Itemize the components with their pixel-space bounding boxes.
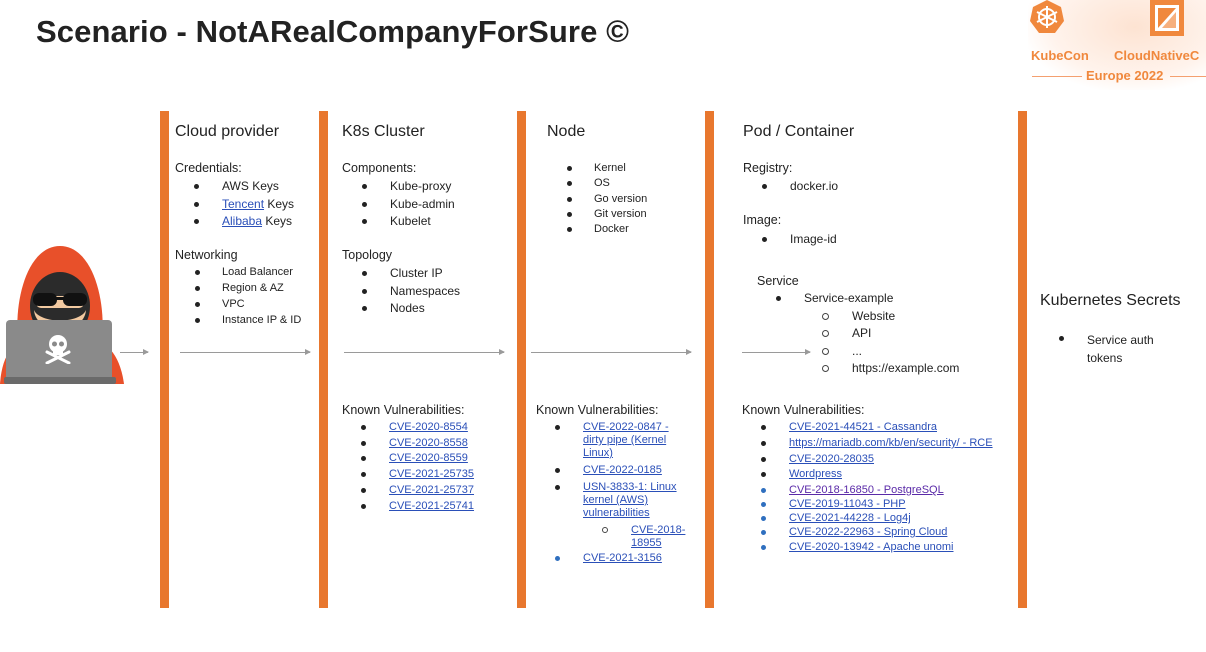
node-vuln-link[interactable]: CVE-2021-3156 [555,552,662,564]
cloudnative-logo-icon [1150,0,1184,36]
pod-vuln-link[interactable]: https://mariadb.com/kb/en/security/ - RC… [761,437,993,449]
component-item: Kube-admin [362,197,455,211]
pod-vuln-label: Known Vulnerabilities: [742,403,865,417]
pod-vuln-link[interactable]: CVE-2021-44228 - Log4j [761,512,911,524]
kubecon-logo-icon [1030,0,1064,33]
node-item: Go version [566,193,648,205]
service-subitem: ... [821,344,863,358]
node-heading: Node [547,123,586,140]
pod-vuln-link[interactable]: CVE-2018-16850 - PostgreSQL [761,484,944,496]
credential-item: Tencent Keys [193,197,295,211]
node-vuln-sublink[interactable]: CVE-2018-18955 [601,524,686,549]
brand-divider [1170,76,1206,77]
arrow-icon [531,349,692,355]
topology-item: Namespaces [361,284,461,298]
credential-item: Alibaba Keys [193,214,293,228]
node-item: Git version [567,208,647,220]
brand-divider [1032,76,1082,77]
registry-label: Registry: [743,161,793,175]
skull-icon [45,335,71,364]
topology-item: Cluster IP [362,266,443,280]
networking-label: Networking [175,248,238,262]
node-item: Docker [567,223,629,235]
arrow-icon [180,349,311,355]
k8s-vuln-label: Known Vulnerabilities: [342,403,465,417]
tencent-link[interactable]: Tencent [222,197,265,211]
k8s-vuln-link[interactable]: CVE-2020-8554 [361,421,468,433]
networking-item: Load Balancer [195,266,293,278]
arrow-icon [742,349,811,355]
k8s-vuln-link[interactable]: CVE-2020-8558 [361,437,468,449]
registry-item: docker.io [761,179,839,193]
image-item: Image-id [762,232,837,246]
image-label: Image: [743,213,782,227]
credentials-label: Credentials: [175,161,242,175]
column-divider [1018,111,1027,608]
components-label: Components: [342,161,417,175]
service-subitem: https://example.com [821,361,960,375]
topology-label: Topology [342,248,393,262]
node-item: OS [567,177,610,189]
pod-vuln-link[interactable]: CVE-2020-13942 - Apache unomi [761,541,954,553]
pod-vuln-link[interactable]: CVE-2020-28035 [760,453,875,465]
event-label: Europe 2022 [1086,68,1164,83]
cloudnative-label: CloudNativeC [1114,48,1200,63]
pod-vuln-link[interactable]: CVE-2019-11043 - PHP [761,498,906,510]
credential-item: AWS Keys [194,179,279,193]
networking-item: Instance IP & ID [194,314,302,326]
column-divider [160,111,169,608]
pod-container-heading: Pod / Container [743,123,855,140]
topology-item: Nodes [362,301,425,315]
pod-vuln-link[interactable]: Wordpress [761,468,842,480]
k8s-vuln-link[interactable]: CVE-2020-8559 [361,452,468,464]
component-item: Kube-proxy [361,179,452,193]
node-item: Kernel [567,162,626,174]
pod-vuln-link[interactable]: CVE-2022-22963 - Spring Cloud [760,526,948,538]
k8s-vuln-link[interactable]: CVE-2021-25735 [360,468,475,480]
alibaba-link[interactable]: Alibaba [222,214,263,228]
k8s-vuln-link[interactable]: CVE-2021-25741 [360,500,475,512]
column-divider [705,111,714,608]
k8s-cluster-heading: K8s Cluster [342,123,425,140]
kubecon-label: KubeCon [1031,48,1089,63]
pod-vuln-link[interactable]: CVE-2021-44521 - Cassandra [761,421,937,433]
node-vuln-label: Known Vulnerabilities: [536,403,659,417]
arrow-icon [344,349,505,355]
service-item: Service-example [775,291,894,305]
column-divider [517,111,526,608]
service-label: Service [757,274,799,288]
column-divider [319,111,328,608]
networking-item: Region & AZ [195,282,284,294]
node-vuln-link[interactable]: CVE-2022-0185 [555,464,662,476]
slide-title: Scenario - NotARealCompanyForSure © [36,14,630,49]
networking-item: VPC [195,298,245,310]
component-item: Kubelet [362,214,431,228]
service-subitem: Website [821,309,896,323]
service-subitem: API [821,326,872,340]
secrets-heading: Kubernetes Secrets [1040,292,1181,309]
arrow-icon [120,349,149,355]
k8s-vuln-link[interactable]: CVE-2021-25737 [360,484,475,496]
cloud-provider-heading: Cloud provider [175,123,280,140]
